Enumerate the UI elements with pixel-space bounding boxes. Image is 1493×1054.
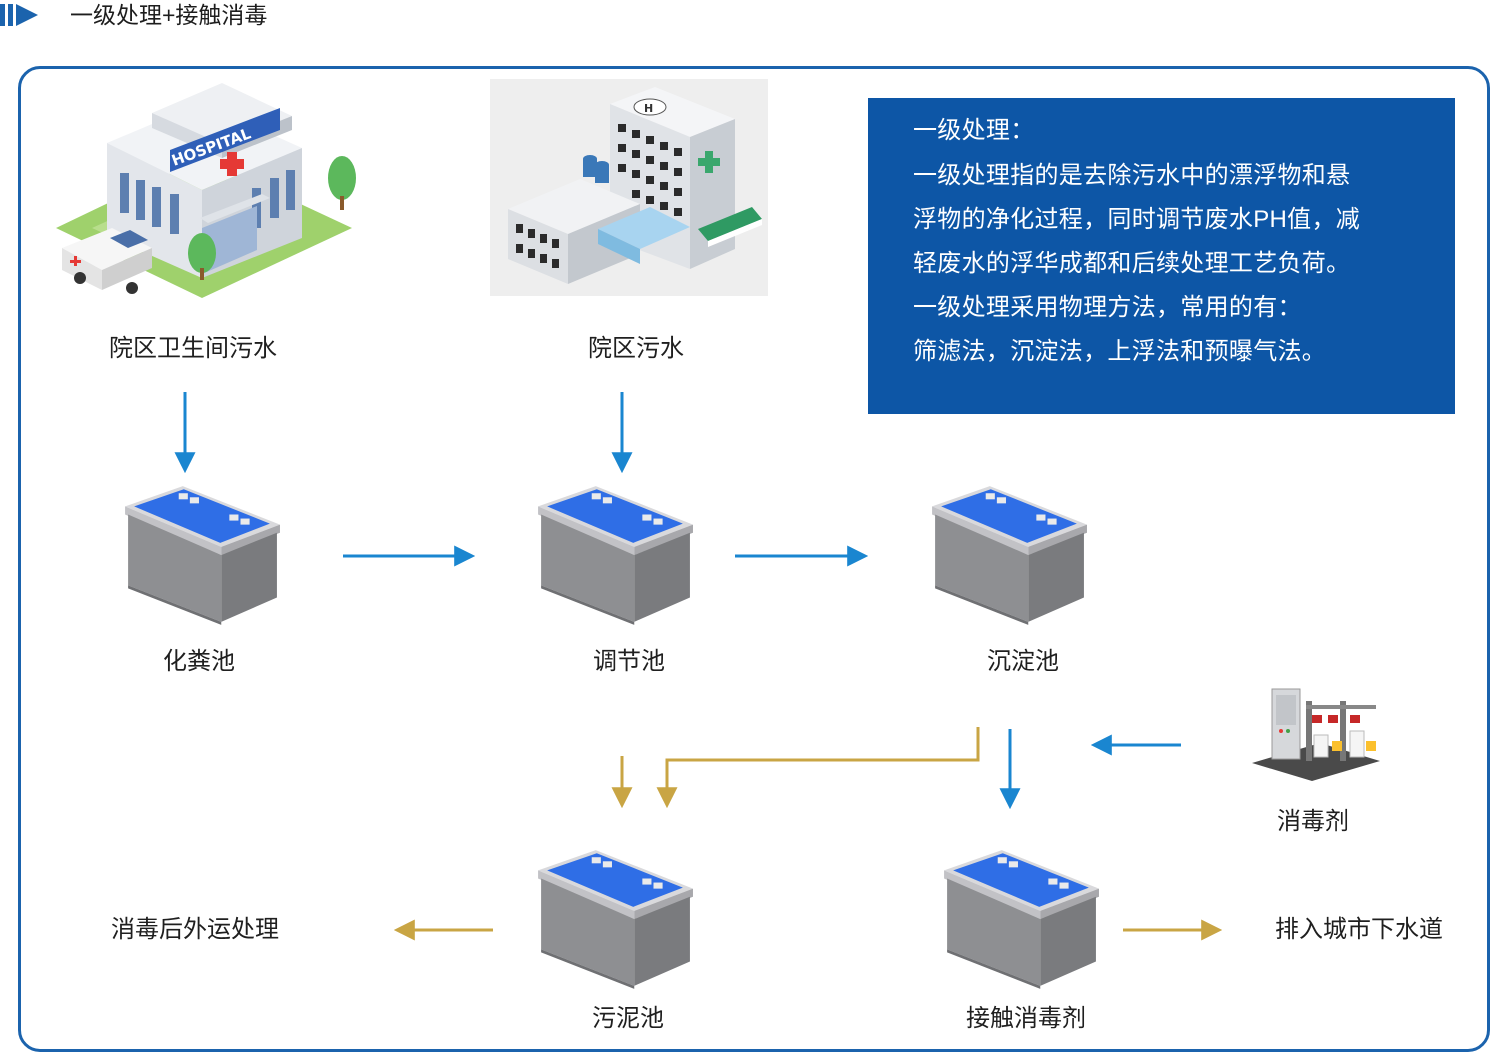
- info-line: 筛滤法，沉淀法，上浮法和预曝气法。: [913, 338, 1327, 365]
- node-label-disinfectant: 消毒剂: [1277, 808, 1349, 835]
- septic-tank-icon: [120, 484, 282, 626]
- node-label-hospital-toilet: 院区卫生间污水: [109, 335, 277, 362]
- svg-text:H: H: [644, 102, 653, 115]
- hospital-complex-icon: H: [490, 79, 768, 296]
- contact-disinfection-tank-icon: [939, 848, 1101, 990]
- sludge-tank-icon: [533, 848, 695, 990]
- info-line: 轻废水的浮华成都和后续处理工艺负荷。: [913, 250, 1351, 277]
- node-label-septic-tank: 化粪池: [163, 648, 235, 675]
- node-label-contact-disinfection: 接触消毒剂: [966, 1005, 1086, 1032]
- node-label-discharge: 排入城市下水道: [1275, 916, 1443, 943]
- node-label-hospital-sewage: 院区污水: [588, 335, 684, 362]
- page-header: 一级处理+接触消毒: [0, 0, 600, 32]
- info-line: 一级处理采用物理方法，常用的有：: [913, 294, 1302, 321]
- hospital-building-icon: HOSPITAL: [56, 83, 356, 298]
- regulating-tank-icon: [533, 484, 695, 626]
- sedimentation-tank-icon: [927, 484, 1089, 626]
- info-line: 一级处理指的是去除污水中的漂浮物和悬: [913, 162, 1351, 189]
- node-label-sedimentation-tank: 沉淀池: [987, 648, 1059, 675]
- page-title: 一级处理+接触消毒: [70, 2, 268, 28]
- node-label-sludge-tank: 污泥池: [592, 1005, 664, 1032]
- info-title: 一级处理：: [913, 117, 1035, 144]
- node-label-regulating-tank: 调节池: [593, 648, 665, 675]
- info-panel: 一级处理： 一级处理指的是去除污水中的漂浮物和悬 浮物的净化过程，同时调节废水P…: [868, 98, 1455, 414]
- diagram-frame: [18, 66, 1490, 1052]
- header-marker-icon: [0, 4, 38, 26]
- disinfectant-equipment-icon: [1252, 688, 1380, 781]
- node-label-outbound: 消毒后外运处理: [111, 916, 279, 943]
- info-line: 浮物的净化过程，同时调节废水PH值，减: [913, 206, 1361, 233]
